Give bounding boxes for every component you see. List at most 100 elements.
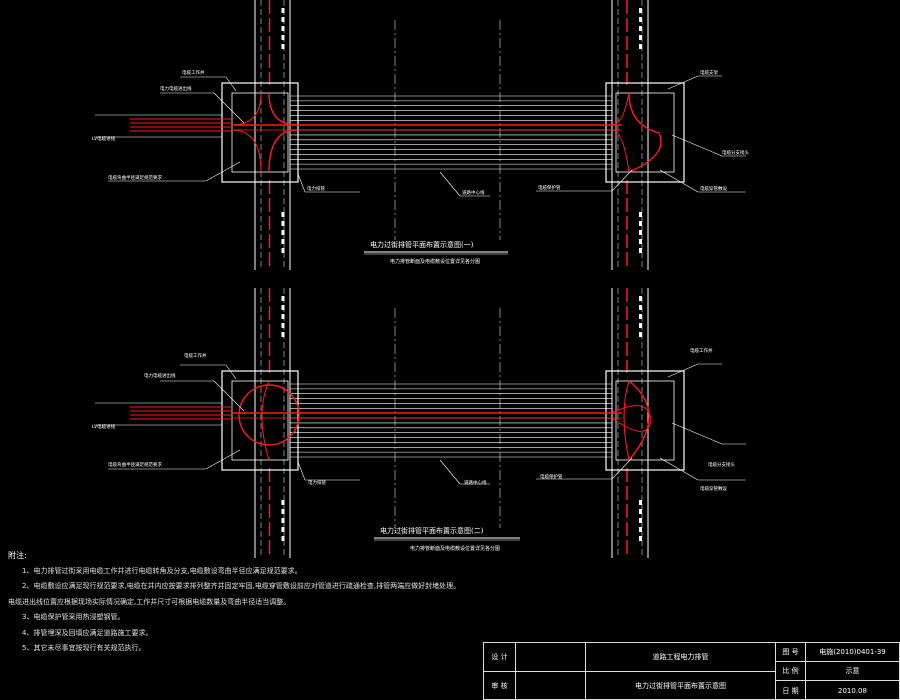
road-text-glyph [639, 536, 642, 541]
plan-2-subtitle: 电力排管断面及电缆敷设位置详见各分图 [410, 545, 500, 552]
label-center-2: 道路中心线 [464, 479, 487, 486]
label-duct-1: 电力排管 [307, 185, 325, 192]
note-item: 3、电缆保护管采用热浸塑钢管。 [22, 613, 125, 621]
leader-line [297, 461, 306, 481]
road-text-glyph [281, 518, 285, 523]
road-text-glyph [281, 500, 285, 505]
label-protect-2: 电缆保护管 [540, 473, 563, 480]
cable-well-outer [221, 82, 299, 183]
road-text-glyph [281, 44, 285, 49]
leader-line [667, 75, 699, 90]
road-text-glyph [639, 500, 642, 505]
title-block: 设 计 审 核 道路工程电力排管 电力过街排管平面布置示意图 图 号 电施(20… [483, 642, 900, 700]
leader-line [659, 169, 699, 193]
leader-line [667, 363, 699, 378]
tb-design-label: 设 计 [484, 643, 516, 672]
plan-1-title: 电力过街排管平面布置示意图(一) [370, 240, 474, 249]
leader-line [671, 422, 723, 445]
leader-line [439, 171, 461, 197]
tb-project: 道路工程电力排管 [586, 643, 776, 672]
label-bend-1: 电缆弯曲半径满足规范要求 [108, 174, 162, 181]
label-cable-entry-2: 电力电缆进出线 [144, 372, 176, 379]
label-cross-1: 电缆穿管敷设 [700, 185, 727, 192]
tb-drawing-no-label: 图 号 [776, 643, 806, 662]
cable-well-inner [231, 92, 289, 173]
cable-bend [261, 380, 270, 461]
tb-date: 2010.08 [838, 686, 867, 695]
road-text-glyph [281, 296, 285, 301]
drawing-linework [95, 0, 746, 558]
label-protect-1: 电缆保护管 [538, 184, 561, 191]
label-well-2b: 电缆工作井 [690, 347, 713, 354]
road-text-glyph [639, 26, 642, 31]
road-text-glyph [639, 248, 642, 253]
leader-line [297, 173, 306, 193]
label-branch-2: 电缆分支接头 [708, 461, 735, 468]
note-item: 电缆进出线位置应根据现场实际情况确定,工作井尺寸可根据电缆数量及弯曲半径适当调整… [8, 597, 291, 606]
label-bend-2: 电缆弯曲半径满足规范要求 [108, 461, 162, 468]
cable-bend [231, 129, 262, 173]
label-well-2: 电缆工作井 [184, 352, 207, 359]
note-item: 4、排管埋深及回填应满足道路施工要求。 [22, 628, 153, 637]
road-text-glyph [281, 527, 285, 532]
road-text-glyph [639, 44, 642, 49]
road-text-glyph [639, 296, 642, 301]
cable-bend [268, 92, 298, 126]
leader-line [205, 161, 241, 182]
road-text-glyph [281, 212, 285, 217]
cable-well-inner [231, 380, 289, 461]
cable-bend [611, 92, 630, 126]
road-text-glyph [281, 536, 285, 541]
notes-block: 附注: 1、电力排管过街采用电缆工作井进行电缆转角及分支,电缆敷设弯曲半径应满足… [8, 548, 478, 657]
label-cable-entry-1: 电力电缆进出线 [160, 85, 192, 92]
tb-date-label: 日 期 [776, 681, 806, 700]
label-lv-entry-1: LV电缆进线 [92, 135, 116, 142]
road-text-glyph [281, 26, 285, 31]
cable-well-outer [605, 370, 685, 471]
leader-line [213, 380, 245, 412]
notes-title: 附注: [8, 551, 27, 560]
road-text-glyph [639, 230, 642, 235]
road-text-glyph [639, 509, 642, 514]
leader-line [225, 76, 237, 92]
road-text-glyph [639, 17, 642, 22]
road-text-glyph [639, 35, 642, 40]
road-text-glyph [639, 305, 642, 310]
leader-line [611, 169, 633, 192]
road-text-glyph [639, 239, 642, 244]
road-text-glyph [281, 305, 285, 310]
road-text-glyph [281, 17, 285, 22]
road-text-glyph [281, 35, 285, 40]
label-well-1: 电缆工作井 [182, 69, 205, 76]
road-text-glyph [281, 314, 285, 319]
tb-review-value [516, 672, 586, 700]
plan-2-title: 电力过街排管平面布置示意图(二) [380, 526, 484, 535]
label-lv-entry-2: LV电缆进线 [92, 423, 116, 430]
note-item: 5、其它未尽事宜按现行有关规范执行。 [22, 644, 146, 652]
leader-line [611, 457, 633, 480]
cable-bend [268, 129, 298, 173]
label-bracket-1: 电缆支架 [700, 69, 718, 76]
road-text-glyph [281, 509, 285, 514]
cable-bend [623, 380, 630, 461]
tb-drawing-no: 电施(2010)0401-39 [806, 643, 899, 662]
leader-line [439, 459, 461, 485]
road-text-glyph [639, 332, 642, 337]
road-text-glyph [639, 314, 642, 319]
label-duct-2: 电力排管 [308, 479, 326, 486]
label-center-1: 道路中心线 [462, 189, 485, 196]
road-text-glyph [281, 248, 285, 253]
road-text-glyph [281, 230, 285, 235]
leader-line [659, 457, 699, 481]
cable-well-outer [605, 82, 685, 183]
cable-bend [231, 92, 262, 126]
road-text-glyph [281, 323, 285, 328]
road-text-glyph [281, 239, 285, 244]
road-text-glyph [639, 323, 642, 328]
cable-well-inner [615, 92, 675, 173]
road-text-glyph [281, 332, 285, 337]
tb-scale: 示意 [806, 662, 899, 681]
cable-well-inner [615, 380, 675, 461]
road-text-glyph [639, 221, 642, 226]
note-item: 1、电力排管过街采用电缆工作井进行电缆转角及分支,电缆敷设弯曲半径应满足规范要求… [22, 566, 302, 575]
